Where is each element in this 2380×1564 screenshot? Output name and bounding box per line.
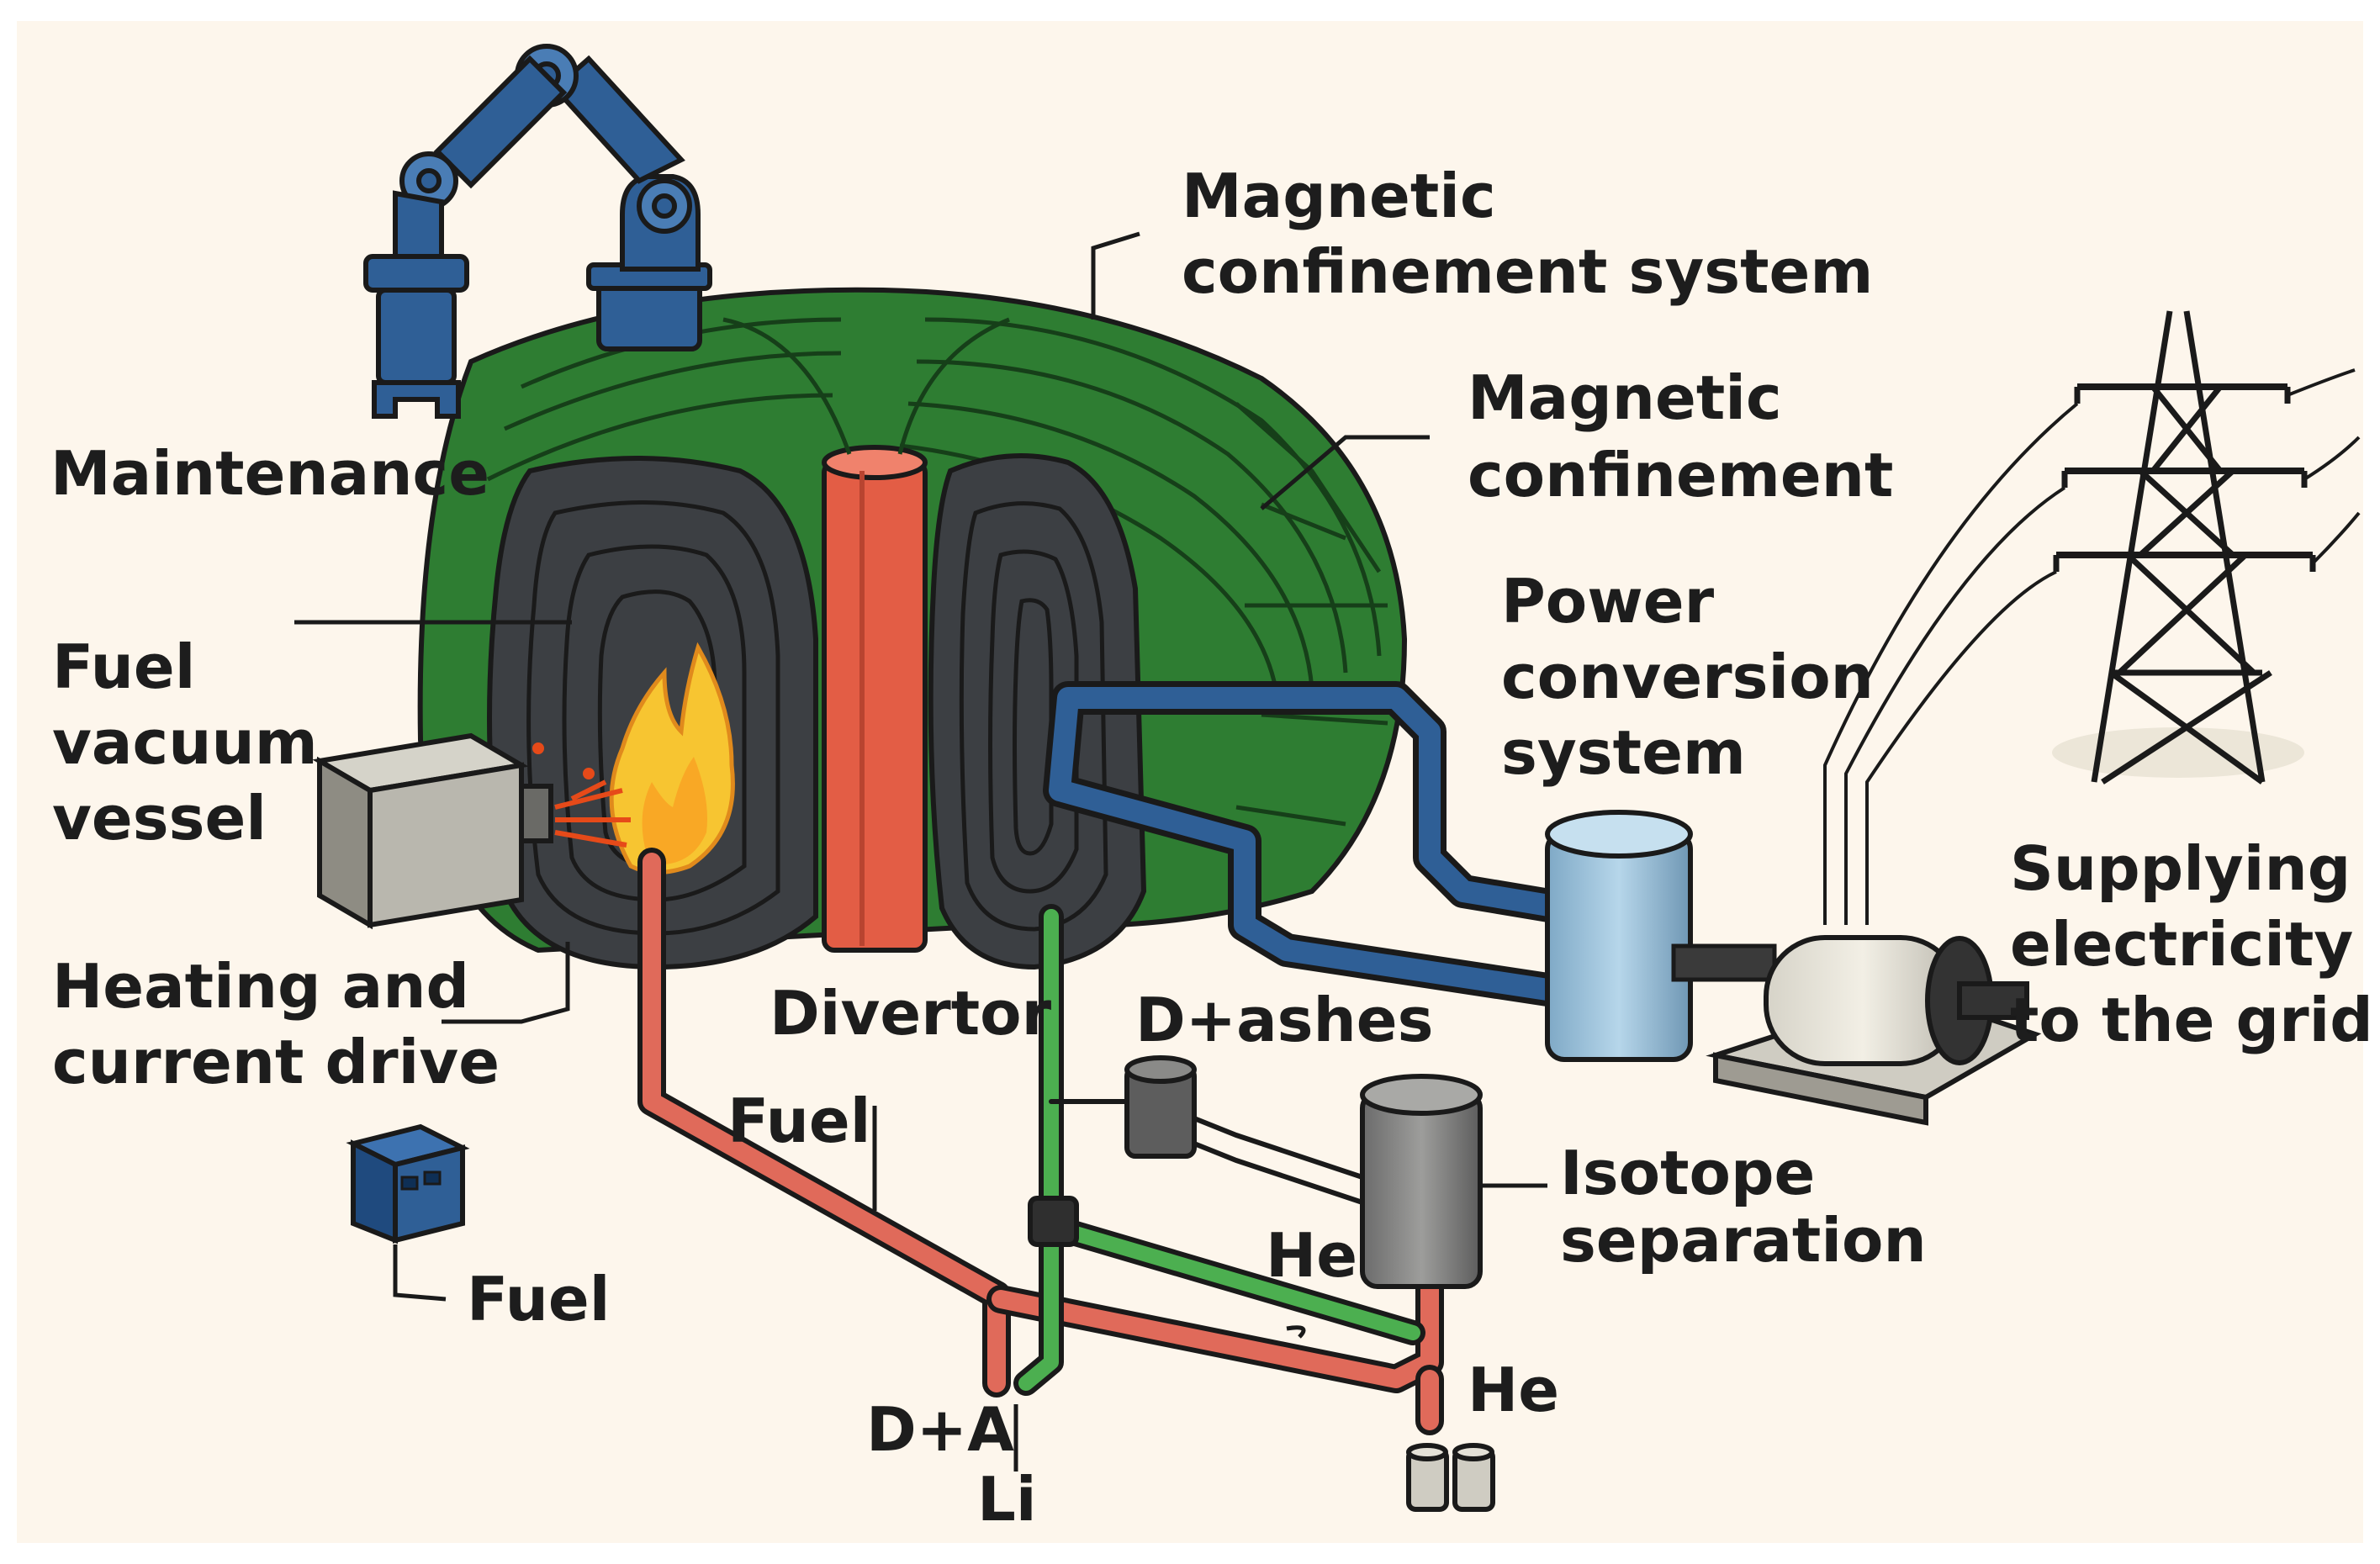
drive-shaft	[1671, 943, 1777, 982]
maintenance-robot-arm	[363, 44, 712, 419]
label-isotope-separation: Isotope separation	[1560, 1138, 1927, 1276]
ash-pipe-green	[1013, 904, 1425, 1396]
central-solenoid	[822, 460, 928, 953]
helium-canisters	[1406, 1443, 1495, 1512]
fuel-injector-box	[312, 732, 553, 930]
coil-field-lines	[486, 317, 1388, 827]
label-fuel-pipe: Fuel	[727, 1086, 870, 1156]
label-he-lower: He	[1468, 1355, 1559, 1425]
label-heating-current-drive: Heating and current drive	[52, 951, 500, 1097]
label-magnetic-confinement-system: Magnetic confinement system	[1182, 161, 1873, 307]
ash-tank	[1124, 1055, 1363, 1205]
leader-lines	[294, 231, 1547, 1472]
label-d-ashes: D+ashes	[1135, 985, 1433, 1055]
injector-sparks	[532, 742, 631, 848]
label-divertor: Divertor	[770, 978, 1052, 1049]
transmission-tower	[2052, 310, 2316, 785]
label-he-upper: He	[1266, 1220, 1357, 1291]
label-supplying-electricity: Supplying electricity to the grid	[2010, 833, 2374, 1055]
label-maintenance: Maintenance	[50, 438, 489, 509]
right-vessel-rings	[959, 501, 1108, 932]
label-fuel-box: Fuel	[467, 1264, 610, 1334]
power-lines	[1823, 368, 2361, 925]
fuel-pipe-red	[637, 848, 1444, 1435]
fuel-box	[346, 1123, 470, 1244]
power-conversion-cylinder	[1545, 810, 1693, 1062]
pipe-valve	[1028, 1196, 1079, 1247]
label-magnetic-confinement: Magnetic confinement	[1468, 362, 1893, 510]
generator	[1706, 935, 2042, 1126]
isotope-separation-tank	[1360, 1074, 1483, 1289]
label-li: Li	[977, 1464, 1037, 1535]
plasma-flame	[609, 642, 735, 874]
label-fuel-vacuum-vessel: Fuel vacuum vessel	[52, 631, 339, 853]
right-vacuum-vessel	[928, 453, 1147, 970]
label-power-conversion-system: Power conversion system	[1501, 566, 1895, 788]
label-d-plus-a: D+A	[866, 1394, 1014, 1465]
coolant-pipe-blue	[1043, 681, 1581, 1009]
